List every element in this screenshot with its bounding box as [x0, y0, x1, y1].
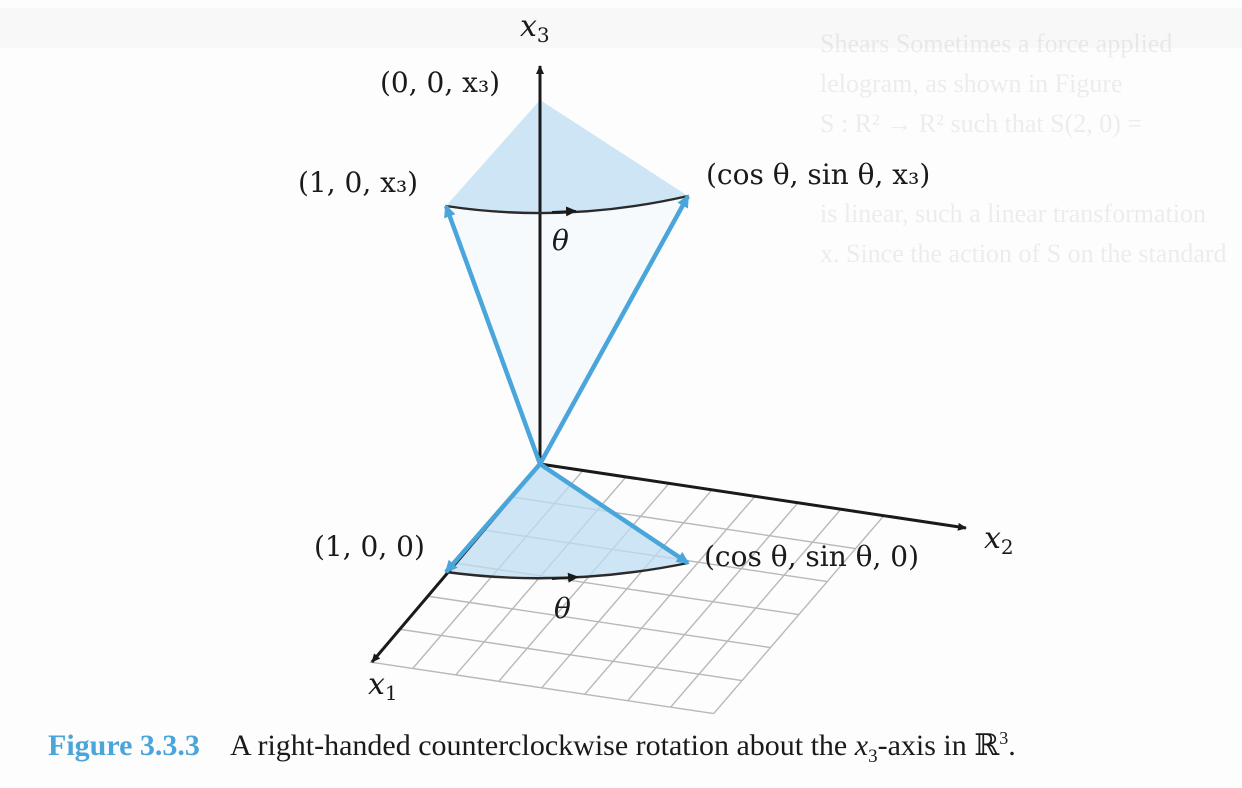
figure-number: Figure 3.3.3 [48, 729, 200, 762]
caption-exponent: 3 [999, 728, 1009, 748]
angle-label-bottom: θ [554, 592, 571, 625]
grid-line [713, 515, 885, 715]
vector-bottom-left [444, 462, 542, 574]
caption-text-before: A right-handed counterclockwise rotation… [229, 729, 855, 762]
vector-top-left [443, 204, 543, 465]
svg-text:is linear, such a linear trans: is linear, such a linear transformation [820, 199, 1206, 228]
svg-text:x. Since the action of S on th: x. Since the action of S on the standard [820, 239, 1227, 268]
background-bleed: Shears Sometimes a force applied lelogra… [820, 29, 1227, 268]
caption-axis-sub: 3 [868, 746, 878, 767]
caption-text-after: -axis in [877, 729, 975, 762]
grid-line [498, 482, 670, 682]
grid-line [670, 508, 842, 708]
svg-text:lelogram, as shown in Figure: lelogram, as shown in Figure [820, 69, 1123, 98]
grid-line [541, 489, 713, 689]
x2-axis [539, 462, 967, 531]
svg-text:S : R² → R² such that S(2, 0): S : R² → R² such that S(2, 0) = [820, 109, 1142, 138]
grid [369, 469, 885, 715]
svg-text:Shears Sometimes a force appl: Shears Sometimes a force applied [820, 29, 1172, 58]
label-top-axis: (0, 0, x₃) [380, 66, 500, 99]
label-bottom-left: (1, 0, 0) [314, 530, 425, 563]
bottom-arc-arrow [551, 572, 579, 583]
top-cone [446, 100, 688, 214]
grid-line [627, 502, 799, 702]
top-arc-arrow [551, 206, 577, 217]
label-top-left: (1, 0, x₃) [298, 166, 418, 199]
x1-label: x1 [368, 667, 398, 705]
vector-bottom-right [538, 462, 690, 565]
angle-label-top: θ [552, 224, 569, 257]
cone-body [446, 196, 688, 464]
label-bottom-right: (cos θ, sin θ, 0) [704, 540, 919, 573]
caption-space-symbol: ℝ [974, 729, 1000, 762]
bottom-sector [446, 464, 688, 579]
caption-axis-main: x [854, 729, 869, 762]
x2-label: x2 [984, 521, 1014, 559]
label-top-right: (cos θ, sin θ, x₃) [706, 158, 930, 191]
x3-label: x3 [520, 9, 550, 47]
grid-line [584, 495, 756, 695]
vector-top-right [538, 194, 690, 466]
caption-end: . [1008, 729, 1016, 762]
figure-caption: Figure 3.3.3 A right-handed counterclockw… [48, 728, 1016, 768]
